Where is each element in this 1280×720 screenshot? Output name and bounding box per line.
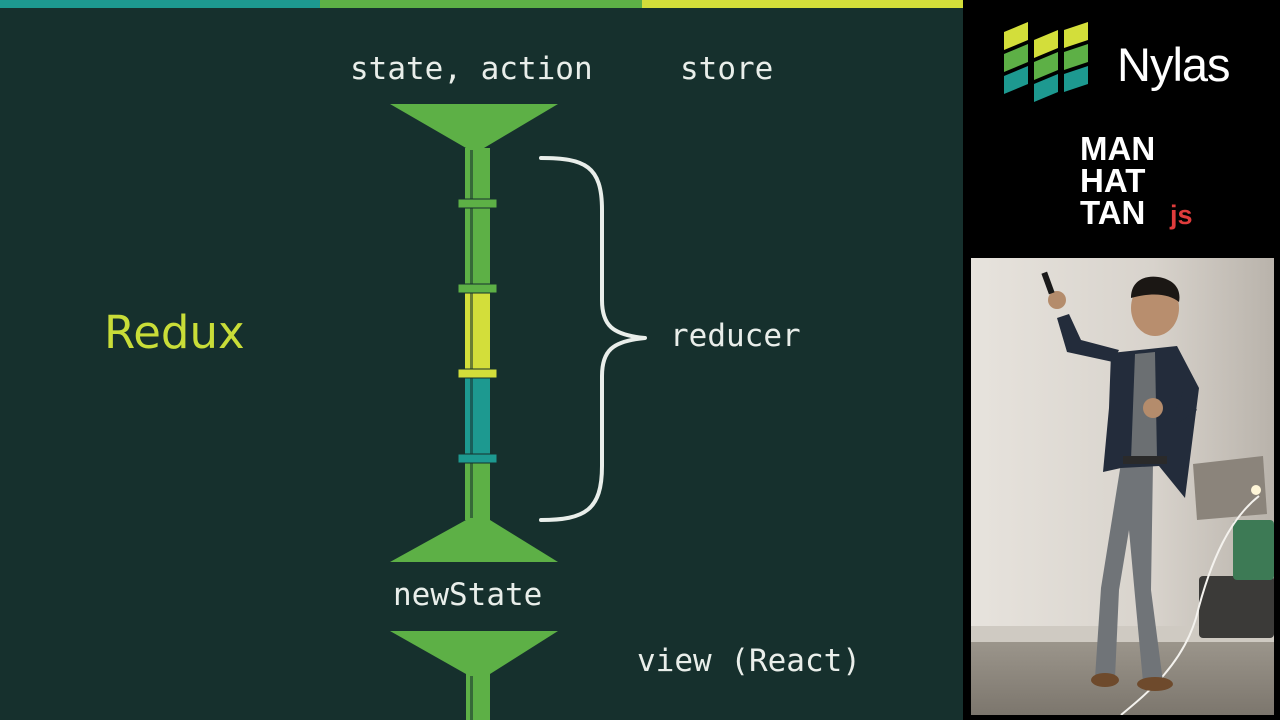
output-triangle <box>390 520 558 562</box>
pipe-joint-4 <box>457 453 498 464</box>
view-funnel <box>390 631 558 674</box>
pipe-segment-yellow <box>465 290 490 374</box>
label-view-react: view (React) <box>637 643 861 679</box>
view-pipe <box>466 674 490 720</box>
pipe-joint-3 <box>457 368 498 379</box>
pipe-segment-green-upper <box>465 148 490 290</box>
top-stripe-green <box>320 0 642 8</box>
pipe-segment-green-lower <box>465 458 490 520</box>
reducer-pipe-diagram <box>390 104 647 720</box>
pipe-joint-2 <box>457 283 498 294</box>
pipe-segment-teal <box>465 374 490 458</box>
label-reducer: reducer <box>670 318 801 354</box>
manhattanjs-logo-line-1: MAN <box>1080 130 1156 167</box>
speaker-video <box>971 258 1274 715</box>
manhattanjs-logo-line-2: HAT <box>1080 162 1146 199</box>
reducer-brace <box>539 156 647 522</box>
presentation-slide: Redux state, action store reducer newSta… <box>0 0 963 720</box>
top-stripe-yellow <box>642 0 963 8</box>
view-pipe-inner-line <box>470 676 473 720</box>
speaker-photo <box>971 258 1274 715</box>
pipe-joint-1 <box>457 198 498 209</box>
manhattanjs-logo: MAN HAT TAN js <box>1080 132 1210 232</box>
input-funnel <box>390 104 558 148</box>
nylas-wordmark: Nylas <box>1117 38 1231 91</box>
manhattanjs-logo-js: js <box>1170 200 1193 230</box>
label-new-state: newState <box>393 577 543 613</box>
manhattanjs-logo-line-3: TAN <box>1080 194 1146 231</box>
nylas-logo-icon <box>1004 22 1088 102</box>
pipe-inner-line <box>470 150 473 518</box>
slide-title: Redux <box>104 306 245 359</box>
label-state-action: state, action <box>350 51 593 87</box>
label-store: store <box>680 51 774 87</box>
top-stripe-teal <box>0 0 320 8</box>
